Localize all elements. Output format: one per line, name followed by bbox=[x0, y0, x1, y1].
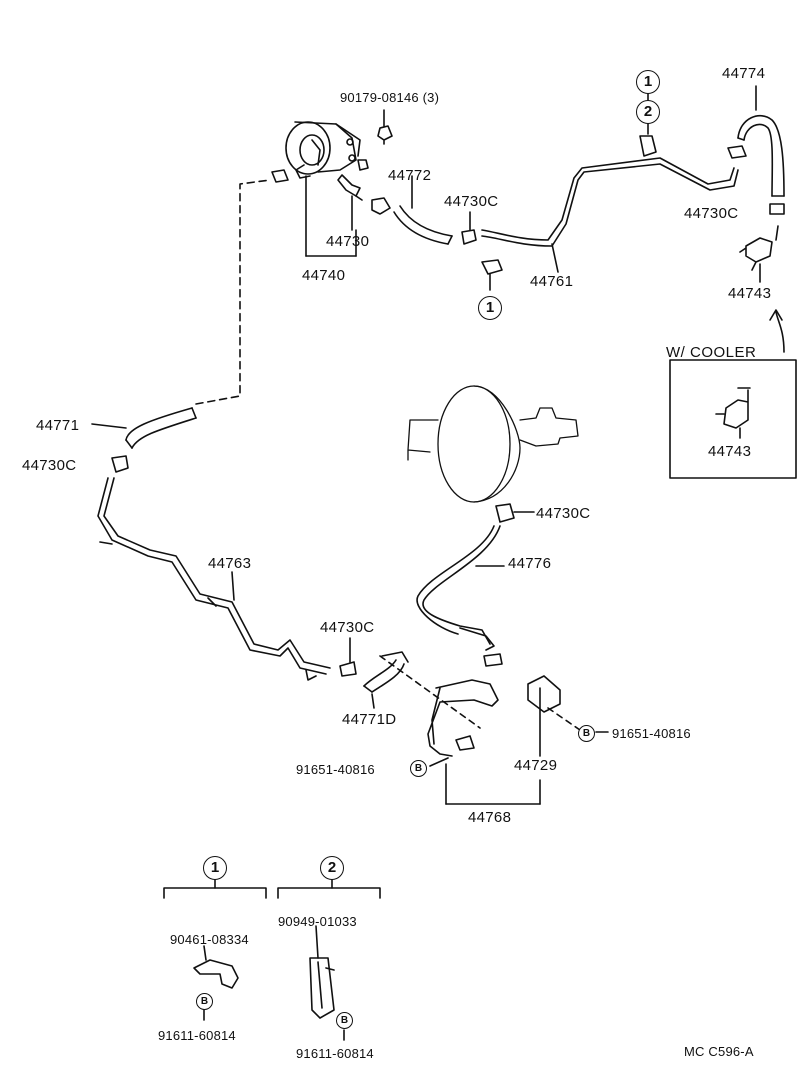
pipe-44763 bbox=[97, 477, 331, 675]
label-44729: 44729 bbox=[514, 757, 558, 774]
dash-44771 bbox=[195, 179, 271, 405]
label-44776: 44776 bbox=[508, 555, 552, 572]
bracket-44768 bbox=[427, 679, 499, 757]
callout-b-right: B bbox=[578, 725, 595, 742]
label-90179-08146: 90179-08146 (3) bbox=[340, 90, 440, 105]
label-footer-code: MC C596-A bbox=[684, 1044, 754, 1059]
label-bolt-right: 91651-40816 bbox=[612, 726, 691, 741]
label-44730c-top: 44730C bbox=[444, 193, 499, 210]
label-44740: 44740 bbox=[302, 267, 346, 284]
callout-b-set2: B bbox=[336, 1012, 353, 1029]
hose-44774 bbox=[737, 114, 785, 197]
callout-b-set1: B bbox=[196, 993, 213, 1010]
callout-2-top: 2 bbox=[636, 100, 660, 124]
hose-44771d bbox=[363, 651, 409, 693]
label-44730c-left: 44730C bbox=[22, 457, 77, 474]
clamp-part-1 bbox=[193, 959, 239, 989]
hose-44772 bbox=[393, 205, 453, 245]
label-44763: 44763 bbox=[208, 555, 252, 572]
pipe-44761 bbox=[481, 157, 739, 247]
brake-booster bbox=[407, 385, 579, 503]
label-44768: 44768 bbox=[468, 809, 512, 826]
label-44774: 44774 bbox=[722, 65, 766, 82]
check-valve-44743 bbox=[739, 225, 779, 271]
label-bolt-left: 91651-40816 bbox=[296, 762, 375, 777]
cooler-box bbox=[669, 359, 797, 479]
label-91611-60814-a: 91611-60814 bbox=[158, 1028, 236, 1043]
label-w-cooler: W/ COOLER bbox=[666, 344, 757, 361]
label-44743-box: 44743 bbox=[708, 443, 752, 460]
clamp-part-2 bbox=[309, 957, 335, 1019]
label-90949-01033: 90949-01033 bbox=[278, 914, 357, 929]
hose-44776 bbox=[416, 525, 501, 645]
callout-2-set: 2 bbox=[320, 856, 344, 880]
vacuum-pump-44740 bbox=[285, 121, 363, 201]
label-44771: 44771 bbox=[36, 417, 80, 434]
callout-1-set: 1 bbox=[203, 856, 227, 880]
label-44772: 44772 bbox=[388, 167, 432, 184]
label-44771d: 44771D bbox=[342, 711, 397, 728]
callout-b-left: B bbox=[410, 760, 427, 777]
label-44743-top: 44743 bbox=[728, 285, 772, 302]
label-90461-08334: 90461-08334 bbox=[170, 932, 249, 947]
clip-90179 bbox=[377, 125, 393, 145]
label-44730c-mid: 44730C bbox=[536, 505, 591, 522]
label-44761: 44761 bbox=[530, 273, 574, 290]
label-91611-60814-b: 91611-60814 bbox=[296, 1046, 374, 1061]
callout-1-mid: 1 bbox=[478, 296, 502, 320]
label-44730c-low: 44730C bbox=[320, 619, 375, 636]
label-44730c-right: 44730C bbox=[684, 205, 739, 222]
hose-44771 bbox=[125, 407, 197, 449]
label-44730: 44730 bbox=[326, 233, 370, 250]
callout-1-top: 1 bbox=[636, 70, 660, 94]
